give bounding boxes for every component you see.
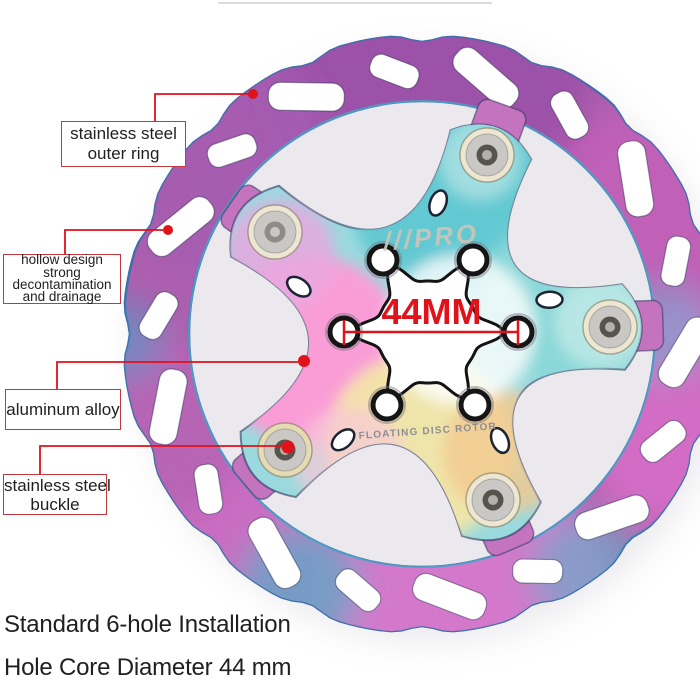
ring-slot xyxy=(574,494,650,541)
spider-cutout xyxy=(535,290,564,310)
ring-slot xyxy=(334,568,382,613)
ring-slot xyxy=(660,235,692,287)
callout-text: decontamination xyxy=(12,277,112,292)
callout-text: stainless steel xyxy=(70,124,177,143)
ring-slot xyxy=(616,140,655,218)
callout-connector-aluminum-alloy xyxy=(56,355,310,389)
callout-dot xyxy=(298,355,310,367)
callout-text: outer ring xyxy=(87,144,160,163)
ring-slot xyxy=(412,572,488,621)
measurement-44mm-line xyxy=(342,320,520,345)
rivet xyxy=(459,127,515,183)
callout-dot xyxy=(163,225,173,235)
spider-cutout xyxy=(489,426,511,455)
ring-slot xyxy=(267,81,345,112)
ring-slot xyxy=(639,419,687,463)
ring-slot xyxy=(206,133,258,168)
spider-cutout xyxy=(428,189,449,217)
callout-text: strong xyxy=(43,264,81,280)
bolt-hole xyxy=(456,243,490,277)
rotor-photo xyxy=(123,35,700,642)
ring-slot xyxy=(247,516,302,590)
ring-slot xyxy=(512,558,564,585)
callout-connector-hollow-design xyxy=(64,225,173,254)
bolt-hole xyxy=(370,388,404,422)
callout-text: and drainage xyxy=(22,289,102,305)
ring-slot xyxy=(193,463,224,515)
ring-slot xyxy=(549,90,590,140)
callout-dot xyxy=(281,440,295,454)
callout-text: buckle xyxy=(30,494,80,514)
annotations xyxy=(39,2,520,474)
callout-buckle: stainless steel buckle xyxy=(3,474,111,515)
rivet xyxy=(465,472,521,528)
callout-hollow-design: hollow design strong decontamination and… xyxy=(3,252,121,305)
caption-block: Standard 6-hole Installation Hole Core D… xyxy=(4,611,291,682)
ring-slot xyxy=(146,196,215,258)
bolt-hole xyxy=(366,243,400,277)
rivet xyxy=(582,299,638,355)
spider-cutout xyxy=(330,428,356,452)
ring-slot xyxy=(369,53,420,90)
callout-text: aluminum alloy xyxy=(6,399,120,419)
callout-dot xyxy=(248,89,258,99)
measurement-label: 44MM xyxy=(381,291,482,332)
ring-slot xyxy=(148,368,188,446)
callout-aluminum-alloy: aluminum alloy xyxy=(5,389,121,430)
ring-slot xyxy=(138,291,179,341)
caption-line-1: Standard 6-hole Installation xyxy=(4,611,291,638)
callout-text: hollow design xyxy=(21,252,103,268)
ring-slot xyxy=(657,316,700,389)
spider-cutout xyxy=(285,275,312,298)
callout-outer-ring: stainless steel outer ring xyxy=(61,121,186,167)
ring-slot xyxy=(452,46,520,109)
rivet xyxy=(247,204,303,260)
caption-line-2: Hole Core Diameter 44 mm xyxy=(4,654,292,681)
callout-text: stainless steel xyxy=(4,475,111,495)
callout-connector-outer-ring xyxy=(154,89,258,121)
callout-connector-buckle xyxy=(39,440,295,474)
bolt-hole xyxy=(458,388,492,422)
